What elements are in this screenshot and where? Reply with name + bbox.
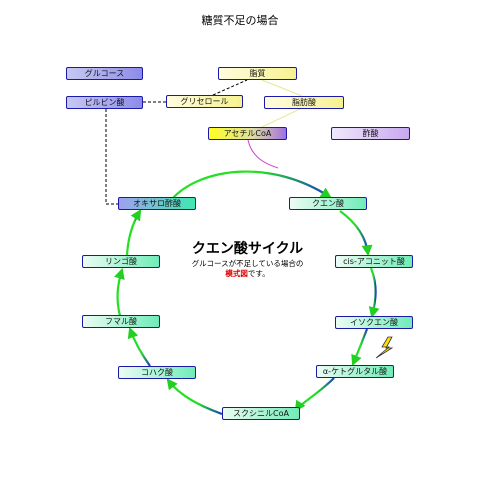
connector-acetylcoa-cycle <box>247 139 279 169</box>
node-isocitrate: イソクエン酸 <box>335 316 413 329</box>
node-fumarate: フマル酸 <box>82 315 160 328</box>
arc-fumarate-malate <box>114 267 125 317</box>
node-alpha-ketoglutarate: α-ケトグルタル酸 <box>316 365 394 378</box>
cycle-subtitle: グルコースが不足している場合の 模式図です。 <box>155 259 340 279</box>
connector-fattyacid-acetylcoa <box>259 107 303 129</box>
node-acetic-acid: 酢酸 <box>331 127 410 140</box>
arc-isocitrate-ketoglutarate <box>351 328 369 367</box>
cycle-subtitle-emph: 模式図 <box>225 269 248 278</box>
arc-ketoglutarate-succinylcoa <box>294 377 335 412</box>
arc-citrate-cisaconitate <box>339 210 373 257</box>
node-malate: リンゴ酸 <box>82 255 160 268</box>
connector-glycerol-lipid <box>212 79 248 96</box>
arc-succinate-fumarate <box>127 326 151 367</box>
solid-connectors <box>247 79 303 169</box>
node-oxaloacetate: オキサロ酢酸 <box>118 197 196 210</box>
arc-oxaloacetate-citrate <box>171 170 332 200</box>
node-citrate: クエン酸 <box>289 197 367 210</box>
connector-lipid-fattyacid <box>261 79 303 97</box>
cycle-subtitle-tail: です。 <box>247 269 270 278</box>
node-glucose: グルコース <box>66 67 143 80</box>
arc-succinylcoa-succinate <box>166 378 223 416</box>
node-pyruvate: ピルビン酸 <box>66 96 143 109</box>
cycle-title: クエン酸サイクル <box>191 241 304 257</box>
lightning-bolt-icon <box>375 336 394 359</box>
node-succinate: コハク酸 <box>118 366 196 379</box>
dashed-connectors <box>105 79 248 205</box>
node-lipid: 脂質 <box>218 67 297 80</box>
node-glycerol: グリセロール <box>166 95 243 108</box>
arc-malate-oxaloacetate <box>125 209 142 256</box>
arc-cisaconitate-isocitrate <box>368 267 380 319</box>
cycle-subtitle-line2: 模式図です。 <box>155 269 340 279</box>
cycle-subtitle-line1: グルコースが不足している場合の <box>191 259 304 268</box>
node-cis-aconitate: cis-アコニット酸 <box>335 255 413 268</box>
page-title: 糖質不足の場合 <box>201 14 279 27</box>
connector-pyruvate-oxaloacetate <box>105 109 118 205</box>
node-fatty-acid: 脂肪酸 <box>264 96 344 109</box>
node-acetyl-coa: アセチルCoA <box>208 127 287 140</box>
node-succinyl-coa: スクシニルCoA <box>222 407 300 420</box>
